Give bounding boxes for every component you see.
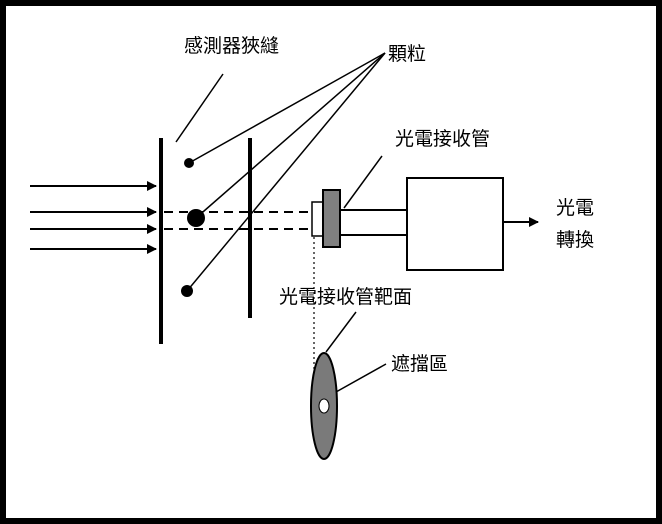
- photomultiplier-body: [406, 177, 504, 271]
- particle-large: [187, 209, 205, 227]
- photomultiplier-target-face: [322, 189, 341, 248]
- target-pointer: [325, 311, 357, 353]
- particles-label: 顆粒: [388, 43, 426, 65]
- incoming-light-arrows: [30, 181, 157, 254]
- occlusion-pointer: [335, 363, 387, 393]
- photomultiplier-label: 光電接收管: [395, 128, 490, 150]
- photomultiplier-window: [311, 201, 324, 237]
- sensor-slit-pointer: [175, 73, 224, 143]
- photoelectric-label-line1: 光電: [556, 197, 594, 219]
- photomultiplier-pointer: [343, 155, 383, 209]
- particle-small-bottom: [181, 285, 193, 297]
- occlusion-zone-label: 遮擋區: [391, 353, 448, 375]
- occlusion-spot: [318, 398, 330, 414]
- particle-pointer-3: [186, 52, 386, 292]
- particle-pointer-2: [195, 52, 386, 219]
- photoelectric-label-line2: 轉換: [556, 229, 594, 251]
- particle-small-top: [184, 158, 194, 168]
- photomultiplier-target-label: 光電接收管靶面: [279, 286, 412, 308]
- particle-pointer-1: [188, 52, 386, 164]
- sensor-slit-label: 感測器狹縫: [184, 35, 279, 57]
